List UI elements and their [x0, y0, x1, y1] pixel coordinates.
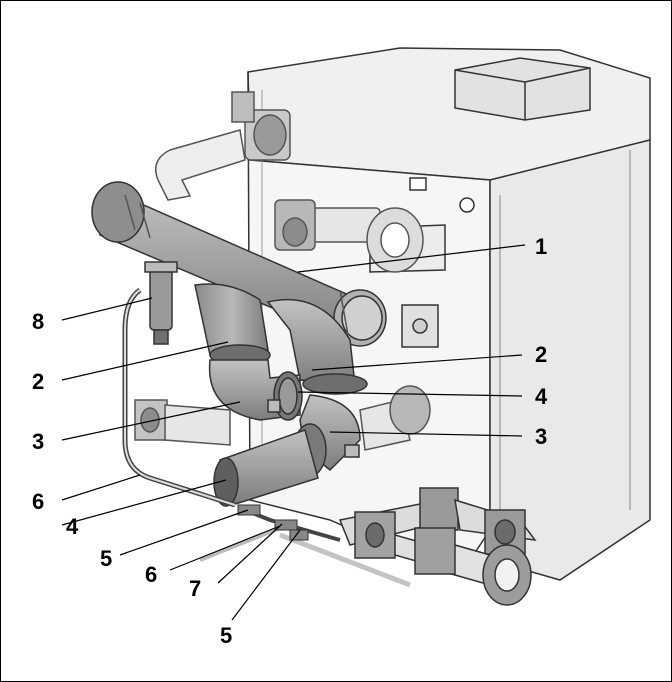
- drain-hoses: [122, 287, 411, 588]
- callout-labels: 1 2 2 3 3 4 4 5 5 6 6 7 8: [32, 234, 548, 648]
- callout-4-left: 4: [66, 514, 79, 539]
- callout-5-upper: 5: [100, 546, 112, 571]
- callout-6-left: 6: [32, 489, 44, 514]
- callout-2-left: 2: [32, 369, 44, 394]
- callout-8: 8: [32, 309, 44, 334]
- callout-3-left: 3: [32, 429, 44, 454]
- callout-3-right: 3: [535, 424, 547, 449]
- callout-5-lower: 5: [220, 623, 232, 648]
- callout-1: 1: [535, 234, 547, 259]
- leader-lines: [61, 244, 526, 621]
- callout-6-lower: 6: [145, 562, 157, 587]
- flow-return-connections: [338, 487, 537, 606]
- callout-2-right: 2: [535, 342, 547, 367]
- condensate-siphon: [144, 261, 178, 345]
- callout-7: 7: [189, 576, 201, 601]
- callout-4-right: 4: [535, 384, 548, 409]
- upper-return-pipe: [155, 91, 424, 273]
